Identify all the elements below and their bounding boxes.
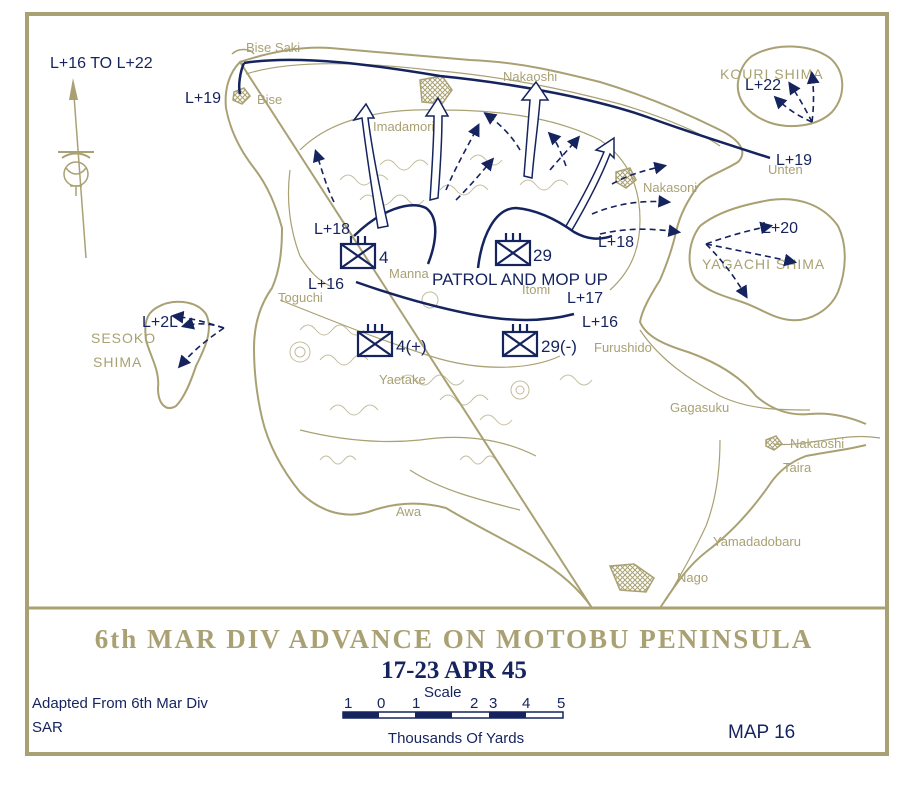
phase-label-l19-west: L+19 bbox=[185, 90, 221, 107]
label-awa: Awa bbox=[396, 504, 422, 519]
label-manna: Manna bbox=[389, 266, 430, 281]
scale-tick-7: 5 bbox=[557, 695, 565, 712]
label-kouri-shima: KOURI SHIMA bbox=[720, 66, 824, 82]
period-label: L+16 TO L+22 bbox=[50, 55, 153, 72]
source-note-line2: SAR bbox=[32, 719, 63, 736]
unit-label-4-reinforced: 4(+) bbox=[396, 337, 427, 356]
base-map bbox=[144, 45, 881, 609]
kouri-shima-coast bbox=[736, 45, 844, 128]
phase-label-l21: L+2L bbox=[142, 314, 178, 331]
unit-label-29-minus: 29(-) bbox=[541, 337, 577, 356]
scale-tick-3: 1 bbox=[412, 695, 420, 712]
label-unten: Unten bbox=[768, 162, 803, 177]
phase-label-l19-east: L+19 bbox=[776, 152, 812, 169]
label-toguchi: Toguchi bbox=[278, 290, 323, 305]
phase-label-l17: L+17 bbox=[567, 290, 603, 307]
label-gagasuku: Gagasuku bbox=[670, 400, 729, 415]
town-nakaoshi-east bbox=[765, 435, 784, 451]
terrain-hachure bbox=[289, 154, 593, 465]
label-nakasoni: Nakasoni bbox=[643, 180, 697, 195]
unit-symbol-4 bbox=[339, 236, 377, 270]
label-nakaoshi-north: Nakaoshi bbox=[503, 69, 557, 84]
map-date: 17-23 APR 45 bbox=[381, 657, 527, 684]
scale-tick-6: 4 bbox=[522, 695, 530, 712]
unit-symbol-29-minus bbox=[501, 324, 539, 358]
label-yagachi-shima: YAGACHI SHIMA bbox=[702, 256, 825, 272]
label-bise: Bise bbox=[257, 92, 282, 107]
label-yamadadobaru: Yamadadobaru bbox=[713, 534, 801, 549]
scale-bar: 1 0 1 Scale 2 3 4 5 Thousands Of Yards bbox=[342, 684, 565, 747]
scale-tick-1: 1 bbox=[344, 695, 352, 712]
yagachi-shima-coast bbox=[688, 198, 846, 322]
phase-label-l18-west: L+18 bbox=[314, 221, 350, 238]
source-note-line1: Adapted From 6th Mar Div bbox=[32, 695, 208, 712]
unit-symbol-4-reinforced bbox=[356, 324, 394, 358]
label-nakaoshi-east: Nakaoshi bbox=[790, 436, 844, 451]
label-imadamori: Imadamori bbox=[373, 119, 435, 134]
main-advance-arrows bbox=[352, 80, 615, 232]
north-arrow-icon bbox=[69, 78, 87, 259]
sesoko-shima-coast bbox=[144, 300, 210, 409]
unit-symbol-29 bbox=[494, 233, 532, 267]
peninsula-coastline bbox=[224, 46, 867, 609]
scale-tick-5: 3 bbox=[489, 695, 497, 712]
overlay bbox=[170, 58, 820, 369]
unit-label-4: 4 bbox=[379, 248, 388, 267]
label-bise-saki: Bise Saki bbox=[246, 40, 300, 55]
phase-label-l16-west: L+16 bbox=[308, 276, 344, 293]
label-nago: Nago bbox=[677, 570, 708, 585]
scale-tick-2: 0 bbox=[377, 695, 385, 712]
label-itomi: Itomi bbox=[522, 282, 550, 297]
map-title: 6th MAR DIV ADVANCE ON MOTOBU PENINSULA bbox=[95, 624, 814, 654]
phase-label-l22: L+22 bbox=[745, 77, 781, 94]
phase-line-l16 bbox=[355, 280, 575, 322]
patrol-arrows bbox=[170, 70, 820, 369]
map-frame bbox=[25, 12, 889, 756]
scale-label: Scale bbox=[424, 684, 462, 701]
unit-labels: 4 29 4(+) 29(-) PATROL AND MOP UP bbox=[379, 246, 608, 356]
scale-tick-4: 2 bbox=[470, 695, 478, 712]
label-sesoko-shima-1: SESOKO bbox=[91, 330, 156, 346]
label-yaetake: Yaetake bbox=[379, 372, 426, 387]
phase-label-l20: L+20 bbox=[762, 220, 798, 237]
map-number: MAP 16 bbox=[728, 722, 795, 743]
town-bise bbox=[232, 87, 251, 105]
usmc-emblem-icon bbox=[58, 151, 94, 196]
phase-labels: L+16 TO L+22 L+19 L+22 L+19 L+18 L+18 L+… bbox=[50, 55, 812, 331]
phase-label-l16-east: L+16 bbox=[582, 314, 618, 331]
town-nago bbox=[608, 563, 655, 593]
label-taira: Taira bbox=[783, 460, 812, 475]
town-areas bbox=[232, 75, 784, 593]
phase-label-l18-east: L+18 bbox=[598, 234, 634, 251]
unit-label-29: 29 bbox=[533, 246, 552, 265]
place-labels: Bise Saki Bise Nakaoshi Imadamori KOURI … bbox=[91, 40, 844, 585]
scale-units: Thousands Of Yards bbox=[388, 730, 524, 747]
label-sesoko-shima-2: SHIMA bbox=[93, 354, 142, 370]
label-furushido: Furushido bbox=[594, 340, 652, 355]
note-patrol-and-mop-up: PATROL AND MOP UP bbox=[432, 270, 608, 289]
